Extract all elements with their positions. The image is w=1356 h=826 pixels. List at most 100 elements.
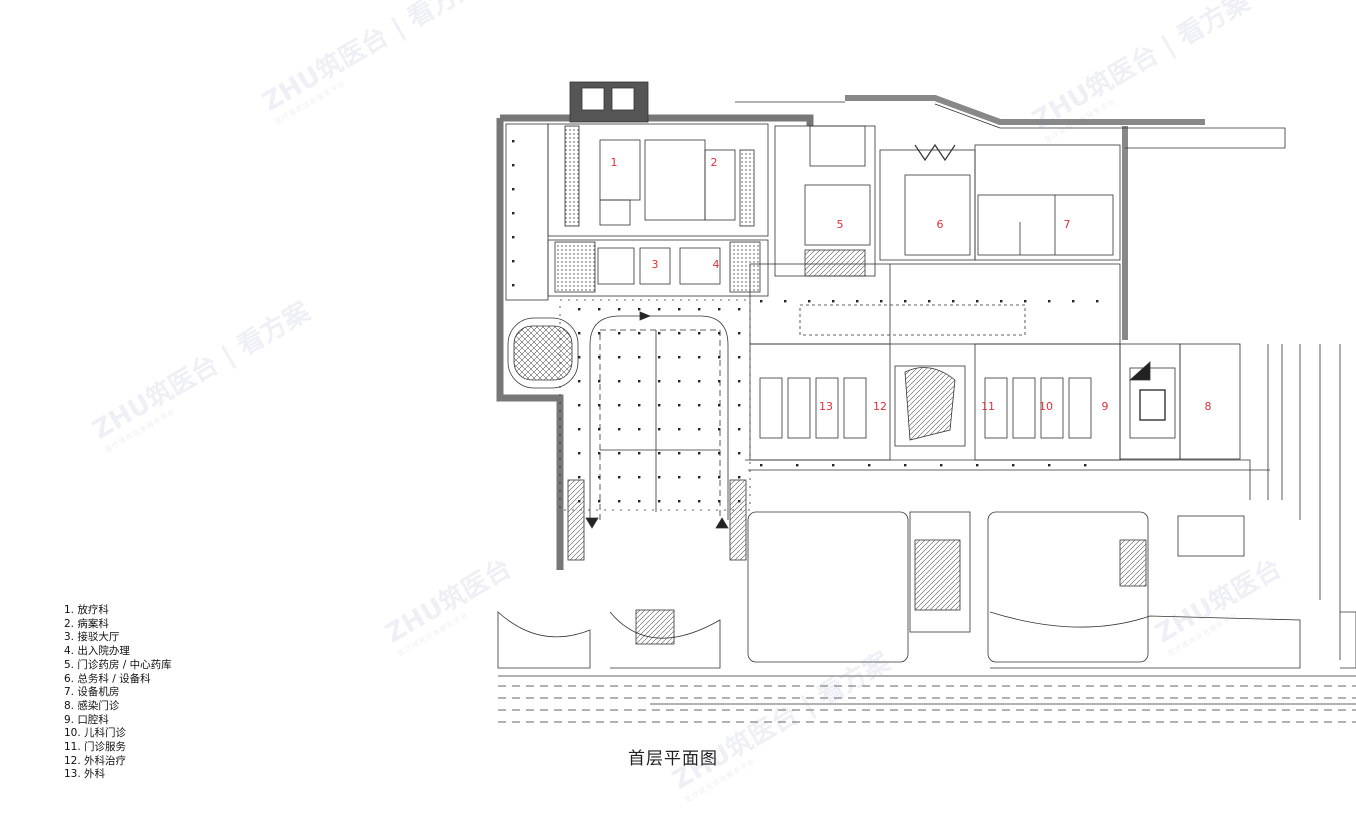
column (718, 500, 721, 503)
column (698, 308, 701, 311)
column (718, 356, 721, 359)
clinic-rooms-west (759, 377, 867, 439)
column (658, 308, 661, 311)
column (618, 500, 621, 503)
column (760, 464, 763, 467)
column (698, 356, 701, 359)
column (658, 428, 661, 431)
plan-title: 首层平面图 (628, 749, 718, 769)
room-number: 11 (981, 400, 995, 413)
room-number: 13 (819, 400, 833, 413)
column (678, 356, 681, 359)
column (738, 428, 741, 431)
column (678, 428, 681, 431)
column (678, 308, 681, 311)
column (698, 452, 701, 455)
column (512, 236, 515, 239)
column (618, 476, 621, 479)
column (658, 500, 661, 503)
room-number: 4 (713, 258, 720, 271)
column (928, 300, 931, 303)
column (738, 308, 741, 311)
column (638, 356, 641, 359)
column (658, 404, 661, 407)
room-number: 2 (711, 156, 718, 169)
column (718, 308, 721, 311)
column (598, 380, 601, 383)
column (578, 380, 581, 383)
column (678, 452, 681, 455)
column (638, 428, 641, 431)
legend-item: 11. 门诊服务 (64, 741, 127, 754)
column (578, 428, 581, 431)
column (718, 380, 721, 383)
legend-item: 4. 出入院办理 (64, 645, 130, 658)
column (598, 500, 601, 503)
column (698, 404, 701, 407)
legend-item: 13. 外科 (64, 768, 106, 781)
column (1048, 300, 1051, 303)
room-number: 8 (1205, 400, 1212, 413)
column (578, 356, 581, 359)
column (698, 476, 701, 479)
column (738, 452, 741, 455)
column (618, 452, 621, 455)
column (698, 500, 701, 503)
entrance-plaza (559, 299, 751, 511)
column (658, 356, 661, 359)
column (738, 380, 741, 383)
column (598, 404, 601, 407)
column (578, 308, 581, 311)
column (512, 212, 515, 215)
legend-item: 2. 病案科 (64, 617, 109, 630)
column (976, 464, 979, 467)
column (976, 300, 979, 303)
column (718, 404, 721, 407)
column (658, 476, 661, 479)
column (880, 300, 883, 303)
column (904, 300, 907, 303)
column (738, 476, 741, 479)
outer-wall-north (500, 114, 814, 126)
column (638, 452, 641, 455)
column (856, 300, 859, 303)
roundabout-core (513, 325, 573, 381)
column (598, 452, 601, 455)
column (618, 428, 621, 431)
column (698, 332, 701, 335)
column (738, 332, 741, 335)
room-number: 10 (1039, 400, 1053, 413)
legend-item: 9. 口腔科 (64, 713, 109, 726)
legend-item: 10. 儿科门诊 (64, 727, 127, 740)
column (598, 428, 601, 431)
column (940, 464, 943, 467)
column (832, 300, 835, 303)
column (598, 332, 601, 335)
column (760, 300, 763, 303)
column (578, 500, 581, 503)
column (578, 404, 581, 407)
legend-item: 8. 感染门诊 (64, 699, 120, 712)
column (784, 300, 787, 303)
column (618, 308, 621, 311)
column (1000, 300, 1003, 303)
column (618, 404, 621, 407)
column (698, 380, 701, 383)
legend-item: 1. 放疗科 (64, 604, 109, 616)
column-grid (512, 140, 1099, 503)
column (638, 476, 641, 479)
column (578, 476, 581, 479)
column (618, 332, 621, 335)
room-number: 3 (652, 258, 659, 271)
column (738, 500, 741, 503)
column (638, 404, 641, 407)
room-number: 9 (1102, 400, 1109, 413)
column (1084, 464, 1087, 467)
column (904, 464, 907, 467)
room-number: 1 (611, 156, 618, 169)
column (718, 428, 721, 431)
outer-wall-northeast (845, 95, 1205, 125)
column (678, 404, 681, 407)
column (868, 464, 871, 467)
legend-item: 3. 接驳大厅 (64, 631, 120, 644)
